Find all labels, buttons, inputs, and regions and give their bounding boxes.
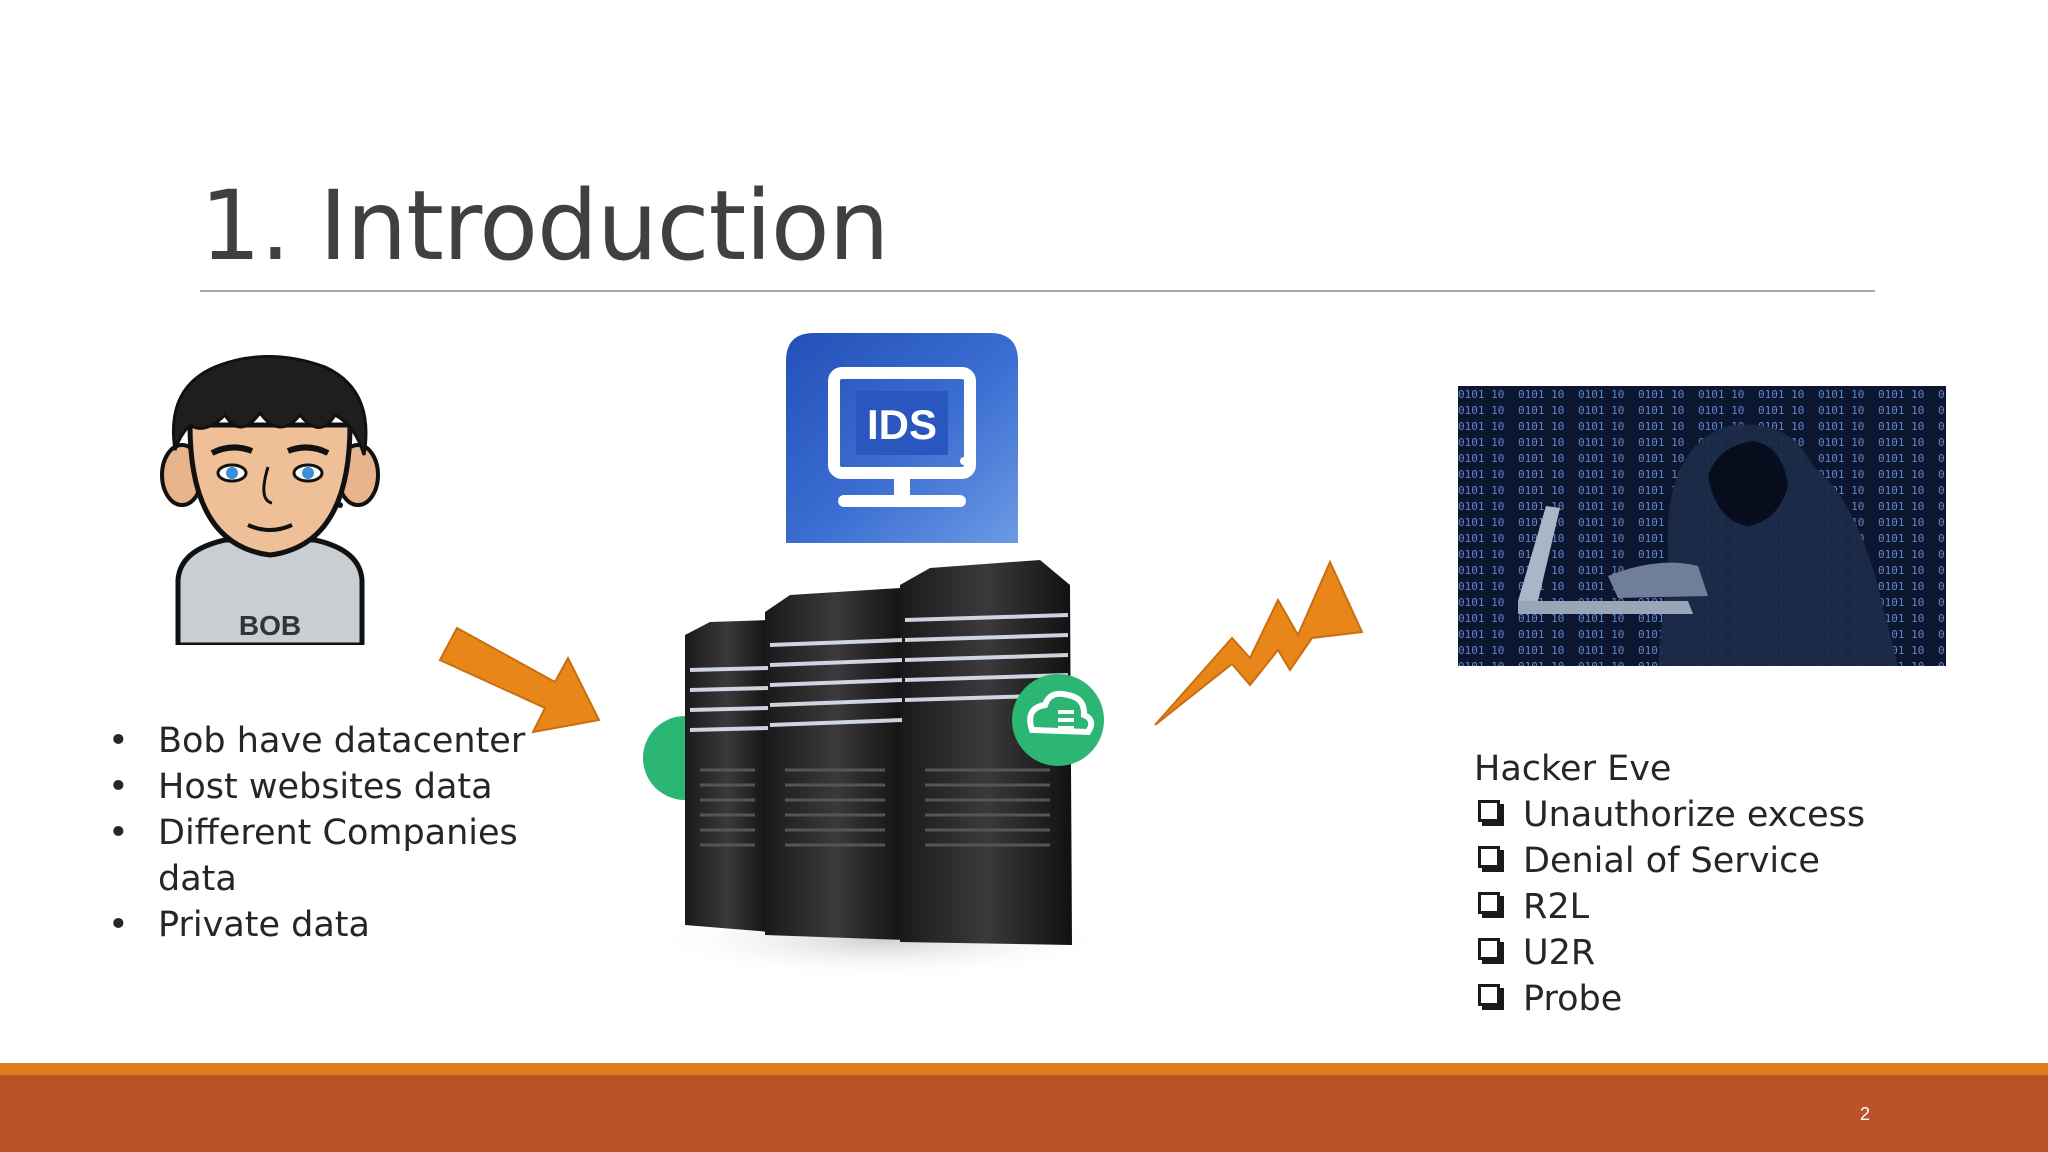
list-item-text: Host websites data — [158, 767, 493, 807]
hacker-image: 0101 10 — [1458, 386, 1946, 666]
ids-label: IDS — [867, 401, 937, 448]
list-item: R2L — [1474, 884, 1994, 930]
bob-bullet-list: • Bob have datacenter • Host websites data… — [108, 718, 548, 948]
list-item: • Different Companies data — [108, 810, 548, 902]
title-divider — [200, 290, 1875, 292]
list-item-text: Bob have datacenter — [158, 721, 526, 761]
list-item-text: Different Companies data — [158, 813, 518, 899]
list-item-text: Unauthorize excess — [1523, 795, 1866, 835]
list-item: • Private data — [108, 902, 548, 948]
checkbox-icon — [1478, 846, 1500, 868]
list-item: • Host websites data — [108, 764, 548, 810]
page-number: 2 — [1859, 1104, 1870, 1124]
checkbox-icon — [1478, 938, 1500, 960]
eve-heading: Hacker Eve — [1474, 749, 1672, 789]
checkbox-icon — [1478, 800, 1500, 822]
lightning-bolt-icon — [1150, 559, 1365, 730]
list-item-text: Probe — [1523, 979, 1623, 1019]
bullet-icon: • — [108, 905, 129, 945]
list-item: Unauthorize excess — [1474, 792, 1994, 838]
list-item-text: R2L — [1523, 887, 1590, 927]
checkbox-icon — [1478, 984, 1500, 1006]
bob-shirt-text: BOB — [239, 610, 301, 641]
list-item-text: Private data — [158, 905, 370, 945]
checkbox-icon — [1478, 892, 1500, 914]
list-item-text: Denial of Service — [1523, 841, 1820, 881]
list-item: • Bob have datacenter — [108, 718, 548, 764]
eve-attack-list: Hacker Eve Unauthorize excess Denial of … — [1474, 746, 1994, 1022]
footer-band — [0, 1075, 2048, 1152]
bob-avatar-image: BOB — [150, 354, 390, 648]
list-item: Probe — [1474, 976, 1994, 1022]
list-item-text: U2R — [1523, 933, 1596, 973]
datacenter-server-image — [640, 540, 1110, 990]
arrow-right-icon — [435, 620, 605, 740]
ids-monitor-icon: IDS — [786, 333, 1018, 543]
bullet-icon: • — [108, 721, 129, 761]
list-item: Denial of Service — [1474, 838, 1994, 884]
footer-accent-band — [0, 1063, 2048, 1075]
bullet-icon: • — [108, 813, 129, 853]
slide-title: 1. Introduction — [200, 170, 889, 282]
bullet-icon: • — [108, 767, 129, 807]
list-item: U2R — [1474, 930, 1994, 976]
